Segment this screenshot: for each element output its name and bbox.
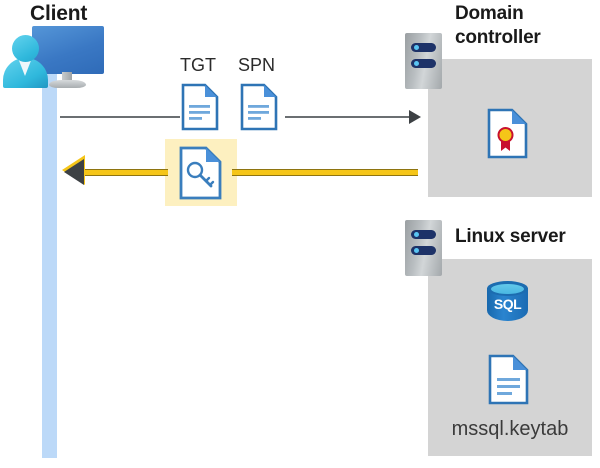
key-document-icon [179,146,223,200]
client-title: Client [30,2,88,25]
user-head-icon [12,35,39,62]
response-arrow-segment-left [76,169,168,176]
tgt-document-icon [181,83,219,131]
monitor-base-icon [49,80,86,88]
client-lifeline [42,74,57,458]
server-bay-bottom [411,246,436,255]
keytab-document-icon [488,354,529,405]
keytab-filename-label: mssql.keytab [451,418,569,440]
response-arrow-segment-right [232,169,418,176]
server-led-icon [414,248,419,253]
request-arrow-segment-left [60,116,180,118]
monitor-icon [32,26,104,74]
domain-controller-server-icon [405,33,442,89]
server-led-icon [414,45,419,50]
user-collar-icon [18,58,32,76]
sql-database-icon: SQL [487,281,528,327]
server-led-icon [414,61,419,66]
request-arrow-head [409,110,421,124]
server-led-icon [414,232,419,237]
sql-cylinder-top [487,281,528,296]
linux-server-server-icon [405,220,442,276]
monitor-stand-icon [62,72,72,84]
server-bay-top [411,43,436,52]
server-bay-bottom [411,59,436,68]
linux-server-title: Linux server [455,226,566,247]
sql-label: SQL [493,296,522,312]
sql-cylinder-top-inner [491,284,524,294]
tgt-label: TGT [180,55,216,75]
server-bay-top [411,230,436,239]
client-workstation-icon [0,0,120,95]
spn-label: SPN [238,55,276,75]
request-arrow-segment-right [285,116,415,118]
response-arrow-head [64,159,84,185]
certificate-document-icon [487,108,528,159]
domain-controller-title: Domain controller [455,3,541,48]
spn-document-icon [240,83,278,131]
